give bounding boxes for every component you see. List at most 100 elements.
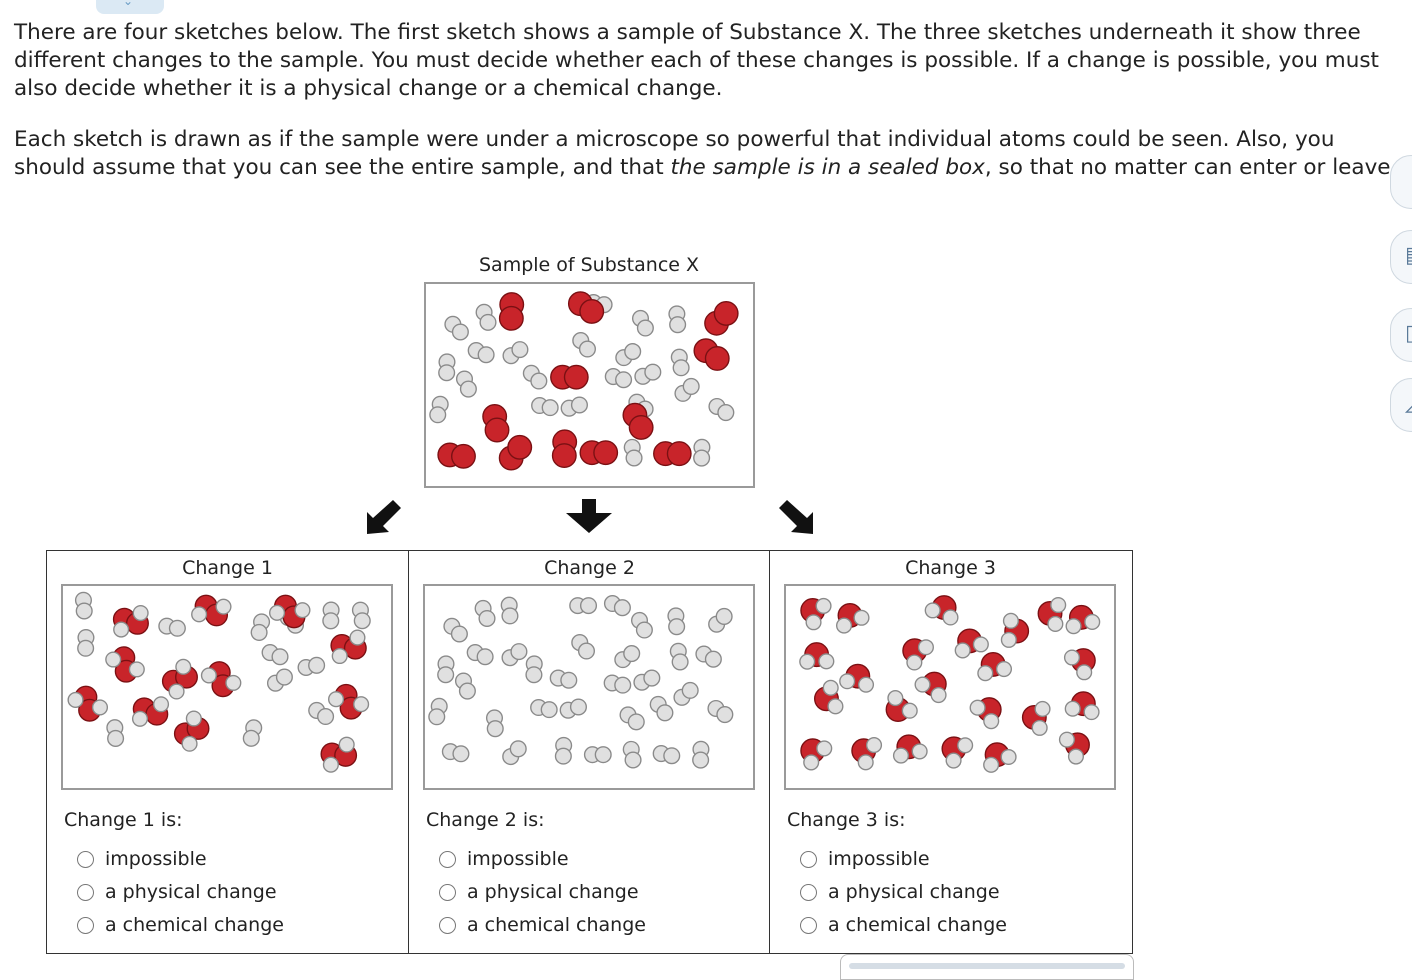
hydrogen-atom bbox=[338, 736, 355, 753]
hydrogen-atom bbox=[191, 606, 208, 623]
hydrogen-atom bbox=[887, 690, 904, 707]
hydrogen-atom bbox=[486, 720, 504, 738]
oxygen-atom bbox=[704, 346, 730, 371]
oxygen-atom bbox=[451, 443, 476, 469]
hydrogen-atom bbox=[942, 609, 959, 626]
change-2-option-chemical[interactable]: a chemical change bbox=[439, 914, 646, 936]
hydrogen-atom bbox=[250, 623, 268, 641]
change-1-option-impossible[interactable]: impossible bbox=[77, 848, 207, 870]
hydrogen-atom bbox=[924, 602, 941, 619]
hydrogen-atom bbox=[132, 604, 149, 622]
change-2-column: Change 2 Change 2 is: impossible a physi… bbox=[408, 551, 770, 953]
hydrogen-atom bbox=[479, 313, 497, 331]
radio-button[interactable] bbox=[439, 883, 456, 901]
hydrogen-atom bbox=[328, 691, 345, 708]
hydrogen-atom bbox=[945, 752, 962, 769]
hydrogen-atom bbox=[615, 371, 633, 389]
change-1-title: Change 1 bbox=[182, 557, 273, 579]
sample-molecules bbox=[429, 291, 739, 471]
radio-button[interactable] bbox=[77, 883, 94, 901]
hydrogen-atom bbox=[594, 746, 612, 764]
radio-button[interactable] bbox=[77, 850, 94, 868]
collapse-tab[interactable]: ⌄ bbox=[96, 0, 164, 14]
hydrogen-atom bbox=[308, 656, 326, 674]
hydrogen-atom bbox=[692, 751, 710, 769]
hydrogen-atom bbox=[1067, 748, 1085, 765]
hydrogen-atom bbox=[627, 713, 645, 731]
hydrogen-atom bbox=[225, 674, 242, 691]
hydrogen-atom bbox=[451, 323, 469, 341]
hydrogen-atom bbox=[578, 340, 596, 358]
hydrogen-atom bbox=[181, 735, 198, 752]
change-1-option-physical[interactable]: a physical change bbox=[77, 881, 277, 903]
change-1-column: Change 1 Change 1 is: impossible a physi… bbox=[47, 551, 408, 953]
oxygen-atom bbox=[563, 364, 589, 390]
hydrogen-atom bbox=[623, 645, 641, 663]
instructions-paragraph-1: There are four sketches below. The first… bbox=[14, 20, 1379, 101]
radio-button[interactable] bbox=[800, 883, 817, 901]
radio-button[interactable] bbox=[800, 850, 817, 868]
oxygen-atom bbox=[498, 305, 524, 331]
sample-sketch bbox=[424, 282, 755, 488]
hydrogen-atom bbox=[175, 658, 192, 675]
hydrogen-atom bbox=[682, 377, 700, 395]
change-3-title: Change 3 bbox=[905, 557, 996, 579]
change-1-option-chemical[interactable]: a chemical change bbox=[77, 914, 284, 936]
bottom-panel-tab[interactable] bbox=[840, 954, 1134, 980]
periodic-table-icon: ◿ bbox=[1405, 391, 1412, 416]
hydrogen-atom bbox=[1065, 618, 1082, 635]
changes-grid: Change 1 Change 1 is: impossible a physi… bbox=[46, 550, 1133, 954]
hydrogen-atom bbox=[353, 696, 370, 713]
hydrogen-atom bbox=[983, 713, 1000, 730]
hydrogen-atom bbox=[681, 681, 699, 699]
change-3-option-chemical[interactable]: a chemical change bbox=[800, 914, 1007, 936]
oxygen-atom bbox=[628, 414, 654, 440]
hydrogen-atom bbox=[349, 629, 366, 646]
oxygen-atom bbox=[579, 298, 605, 324]
change-2-option-impossible[interactable]: impossible bbox=[439, 848, 569, 870]
hydrogen-atom bbox=[635, 621, 653, 639]
periodic-table-button[interactable]: ◿ bbox=[1390, 378, 1412, 432]
hydrogen-atom bbox=[930, 686, 947, 704]
hydrogen-atom bbox=[554, 747, 572, 765]
hydrogen-atom bbox=[1002, 612, 1019, 629]
hydrogen-atom bbox=[995, 660, 1013, 678]
radio-button[interactable] bbox=[800, 916, 817, 934]
change-3-option-physical[interactable]: a physical change bbox=[800, 881, 1000, 903]
hydrogen-atom bbox=[331, 647, 348, 665]
change-2-option-physical[interactable]: a physical change bbox=[439, 881, 639, 903]
change-2-sketch bbox=[423, 584, 755, 790]
hydrogen-atom bbox=[857, 754, 874, 771]
hydrogen-atom bbox=[478, 609, 496, 628]
hydrogen-atom bbox=[185, 710, 202, 727]
hydrogen-atom bbox=[636, 319, 654, 337]
arrow-down-right-icon bbox=[779, 500, 813, 534]
radio-button[interactable] bbox=[77, 916, 94, 934]
hydrogen-atom bbox=[438, 364, 456, 382]
hydrogen-atom bbox=[839, 673, 856, 690]
calculator-button[interactable]: ▤ bbox=[1390, 230, 1412, 284]
side-tool-button[interactable] bbox=[1390, 155, 1412, 209]
hydrogen-atom bbox=[1064, 700, 1081, 717]
oxygen-atom bbox=[484, 417, 510, 443]
radio-button[interactable] bbox=[439, 850, 456, 868]
calculator-icon: ▤ bbox=[1405, 243, 1412, 268]
hydrogen-atom bbox=[803, 754, 820, 771]
hydrogen-atom bbox=[242, 729, 260, 747]
change-3-question: Change 3 is: bbox=[787, 809, 906, 831]
sample-title: Sample of Substance X bbox=[478, 254, 700, 276]
radio-button[interactable] bbox=[439, 916, 456, 934]
hydrogen-atom bbox=[624, 751, 642, 769]
hydrogen-atom bbox=[509, 740, 527, 758]
hydrogen-atom bbox=[91, 699, 109, 716]
hydrogen-atom bbox=[477, 346, 495, 364]
hydrogen-atom bbox=[914, 676, 931, 693]
hydrogen-atom bbox=[1063, 649, 1081, 666]
hydrogen-atom bbox=[577, 642, 596, 660]
hydrogen-atom bbox=[901, 702, 918, 719]
change-3-option-impossible[interactable]: impossible bbox=[800, 848, 930, 870]
hydrogen-atom bbox=[540, 701, 558, 719]
hydrogen-atom bbox=[799, 653, 816, 670]
data-button[interactable]: ▯ bbox=[1390, 308, 1412, 362]
arrow-down-icon bbox=[566, 499, 612, 533]
